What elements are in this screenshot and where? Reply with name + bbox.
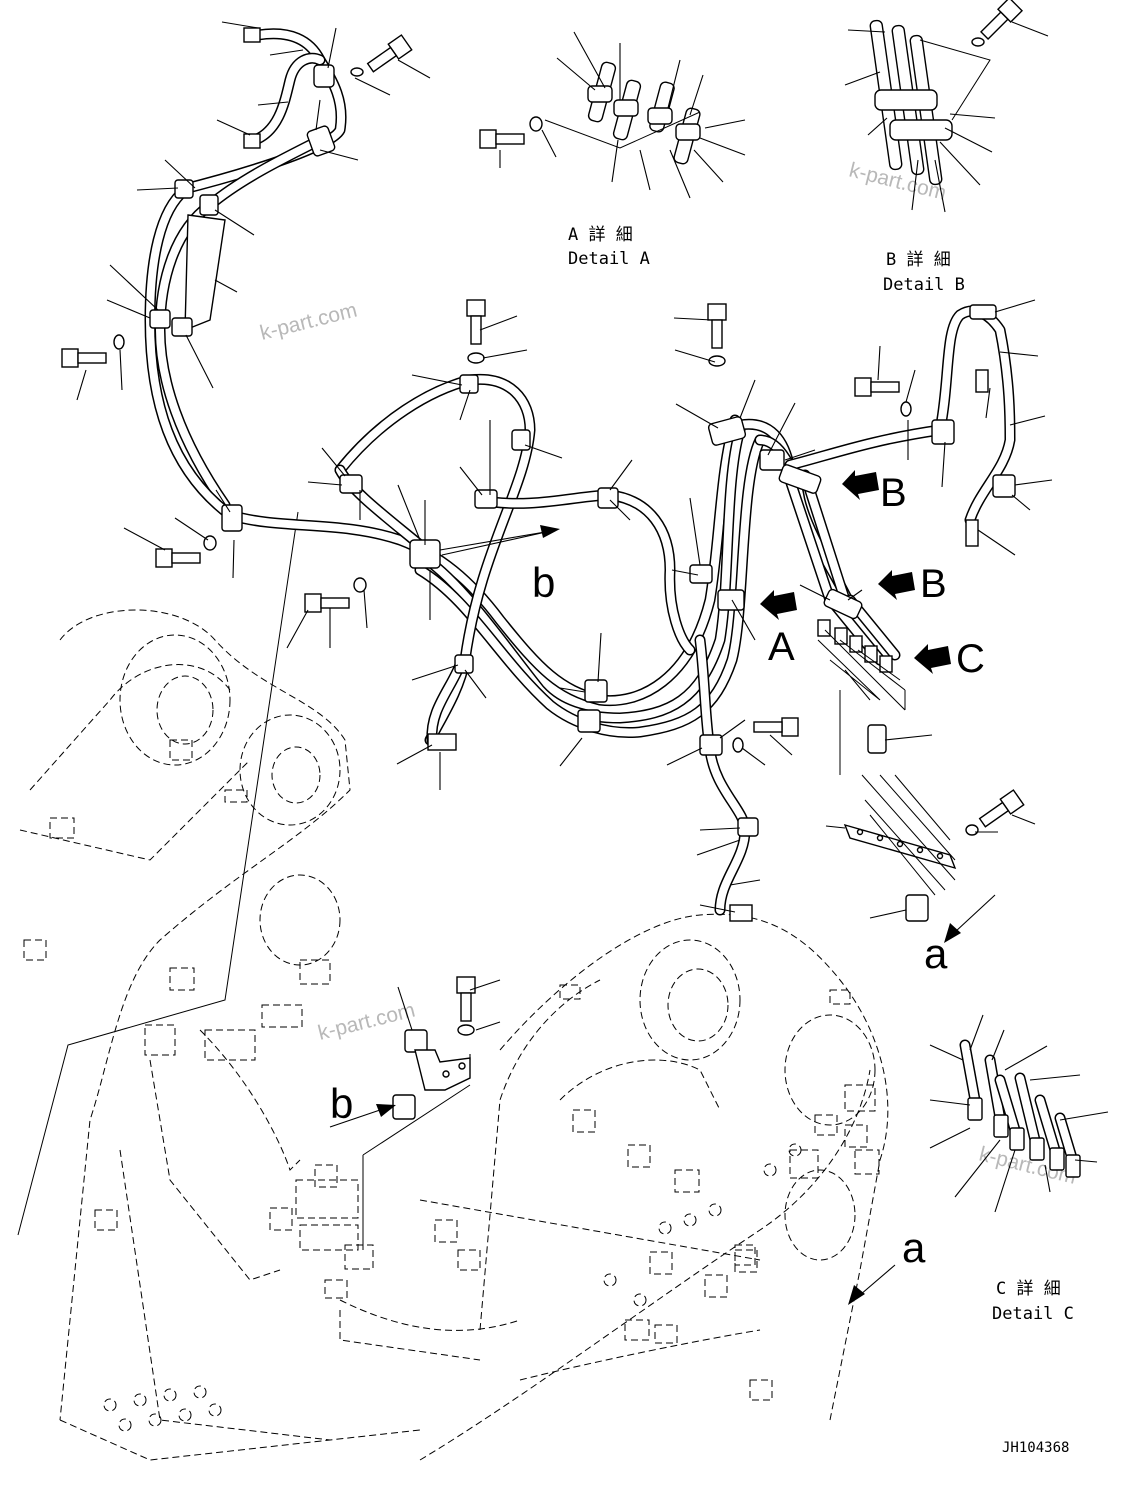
nipple-fitting [834,627,848,645]
hose-clamp [339,474,363,494]
hose-clamp [474,489,498,509]
marker-b-upper: B [880,471,907,515]
fittings [243,27,989,922]
elbow-fitting [427,733,457,751]
hose-clamp [454,654,474,674]
detail-c-drawing [959,1039,1081,1178]
bolt [366,34,413,73]
washer [350,67,364,77]
hose-clamp [969,304,997,320]
bolt [466,299,486,345]
hose-clamp [699,734,723,756]
arrow-b-upper [842,470,879,500]
hose-clamp [199,194,219,216]
view-arrows [329,470,996,1305]
washer [467,352,485,364]
watermark: k-part.com [258,299,360,345]
washer [971,37,985,47]
arrow-b-lower [878,570,915,600]
bolt [479,129,525,149]
hose-clamp [584,679,608,703]
hose-clamp [313,64,335,88]
bolt [304,593,350,613]
detail-b-bracket [362,1029,471,1250]
bolt [978,789,1025,828]
elbow-fitting [243,27,261,43]
washer [529,116,543,132]
hose-clamp [221,504,243,532]
protective-sleeve [184,214,226,332]
drawing-code: JH104368 [1002,1440,1069,1456]
detail-a-drawing [544,61,701,165]
watermark: k-part.com [316,999,418,1045]
marker-b-lower: B [920,562,947,606]
hose-clamp [149,309,171,329]
bolt [155,548,201,568]
hose-clamp [459,374,479,394]
detail-b-caption: B 詳 細 Detail B [883,250,965,295]
detail-c-en-label: Detail C [992,1304,1074,1324]
hose-clamp [992,474,1016,498]
elbow-fitting [729,904,753,922]
hose-clamp [778,464,822,494]
detail-b-drawing [869,19,991,186]
hose-clamp [707,416,747,446]
arrow-c [914,644,951,674]
washer [965,824,979,836]
arrow-a [760,590,797,620]
marker-a: A [768,625,795,669]
hose-clamp [717,589,745,611]
washer [900,401,912,417]
bolt [456,976,476,1022]
detail-a-caption: A 詳 細 Detail A [568,225,650,269]
hose-clamp [577,709,601,733]
tee-fitting [905,894,929,922]
hose-bundle [144,28,1016,916]
washer [708,355,726,367]
washer [353,577,367,593]
elbow-fitting [965,519,979,547]
detail-a-en-label: Detail A [568,249,650,269]
marker-a-small-lower: a [902,1224,926,1271]
bolt [854,377,900,397]
detail-a-jp-label: A 詳 細 [568,225,633,245]
hose-clamp [511,429,531,451]
leader-lines [76,21,1109,1213]
bolt [707,303,727,349]
bolt [61,348,107,368]
boom-frame-outline [17,511,889,1461]
detail-b-jp-label: B 詳 細 [886,250,951,270]
washer [732,737,744,753]
marker-b-small-top: b [532,559,555,606]
marker-c: C [956,637,985,681]
washer [457,1024,475,1036]
hose-clamp [737,817,759,837]
hose-clamp [823,588,863,620]
tee-fitting [867,724,887,754]
detail-c-jp-label: C 詳 細 [996,1279,1061,1299]
hose-clamp [171,317,193,337]
washer [113,334,125,350]
bolt [753,717,799,737]
elbow-fitting [975,369,989,393]
detail-b-en-label: Detail B [883,275,965,295]
nipple-fitting [864,645,878,663]
hole-pattern [103,1084,880,1432]
marker-b-small-detail: b [330,1080,353,1127]
bolts-and-washers [61,0,1025,1036]
elbow-fitting [243,133,261,149]
hose-clamp [759,449,785,471]
detail-c-caption: C 詳 細 Detail C [992,1279,1074,1324]
hose-clamp [931,419,955,445]
hose-clamp [174,179,194,199]
marker-a-small-upper: a [924,930,948,977]
bolt [980,0,1024,40]
